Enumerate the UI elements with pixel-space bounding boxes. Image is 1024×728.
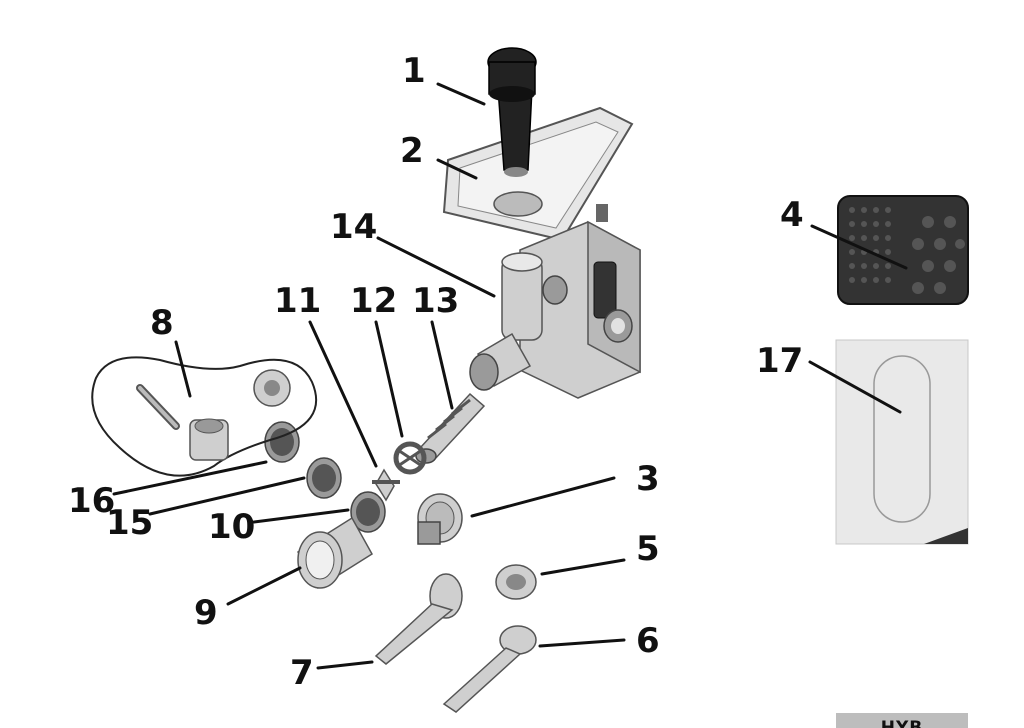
callout-1: 1 — [402, 51, 426, 91]
callout-4: 4 — [780, 195, 804, 235]
leader-11 — [308, 320, 378, 468]
leader-3 — [470, 476, 616, 518]
leader-lines — [112, 82, 908, 670]
leader-7 — [316, 660, 374, 670]
leader-8 — [174, 340, 192, 398]
part-attachment — [417, 493, 463, 545]
callout-7: 7 — [290, 653, 314, 693]
part-tray — [442, 106, 634, 242]
callout-5: 5 — [636, 529, 660, 569]
part-sausage-funnel-large — [374, 573, 463, 665]
part-plate-medium — [306, 457, 342, 499]
leader-14 — [376, 236, 496, 298]
part-ring-nut — [296, 516, 374, 590]
leader-10 — [252, 508, 350, 524]
callout-3: 3 — [636, 459, 660, 499]
part-black-sieve — [837, 195, 969, 305]
leader-1 — [436, 82, 486, 106]
part-blade — [393, 441, 427, 475]
callout-10: 10 — [208, 507, 255, 547]
leader-17 — [808, 360, 902, 414]
callout-6: 6 — [636, 621, 660, 661]
callout-numbers: 1 2 3 4 5 6 7 8 9 10 11 12 13 14 15 16 1… — [68, 51, 804, 693]
part-kubbe-set — [91, 356, 318, 477]
callout-9: 9 — [194, 593, 218, 633]
part-plate-fine — [350, 491, 386, 533]
leader-9 — [226, 566, 302, 606]
callout-2: 2 — [400, 131, 424, 171]
language-badge: HYB — [836, 713, 968, 728]
part-cutter — [372, 468, 400, 502]
leader-15 — [148, 476, 306, 516]
part-side-panel — [835, 339, 969, 545]
leader-6 — [538, 638, 626, 648]
leader-2 — [436, 158, 478, 180]
callout-12: 12 — [350, 281, 397, 321]
callout-8: 8 — [150, 303, 174, 343]
part-grinder-head — [469, 252, 568, 391]
callout-11: 11 — [274, 281, 321, 321]
leader-16 — [112, 460, 268, 496]
part-pusher — [487, 47, 537, 177]
part-plate-coarse — [264, 421, 300, 463]
callout-16: 16 — [68, 481, 115, 521]
callout-17: 17 — [756, 341, 803, 381]
leader-5 — [540, 558, 626, 576]
leader-12 — [374, 320, 404, 438]
part-sausage-funnel-small — [442, 625, 537, 713]
callout-14: 14 — [330, 207, 377, 247]
callout-15: 15 — [106, 503, 153, 543]
part-ring — [495, 564, 537, 600]
leader-13 — [430, 320, 454, 410]
leader-4 — [810, 224, 908, 270]
callout-13: 13 — [412, 281, 459, 321]
